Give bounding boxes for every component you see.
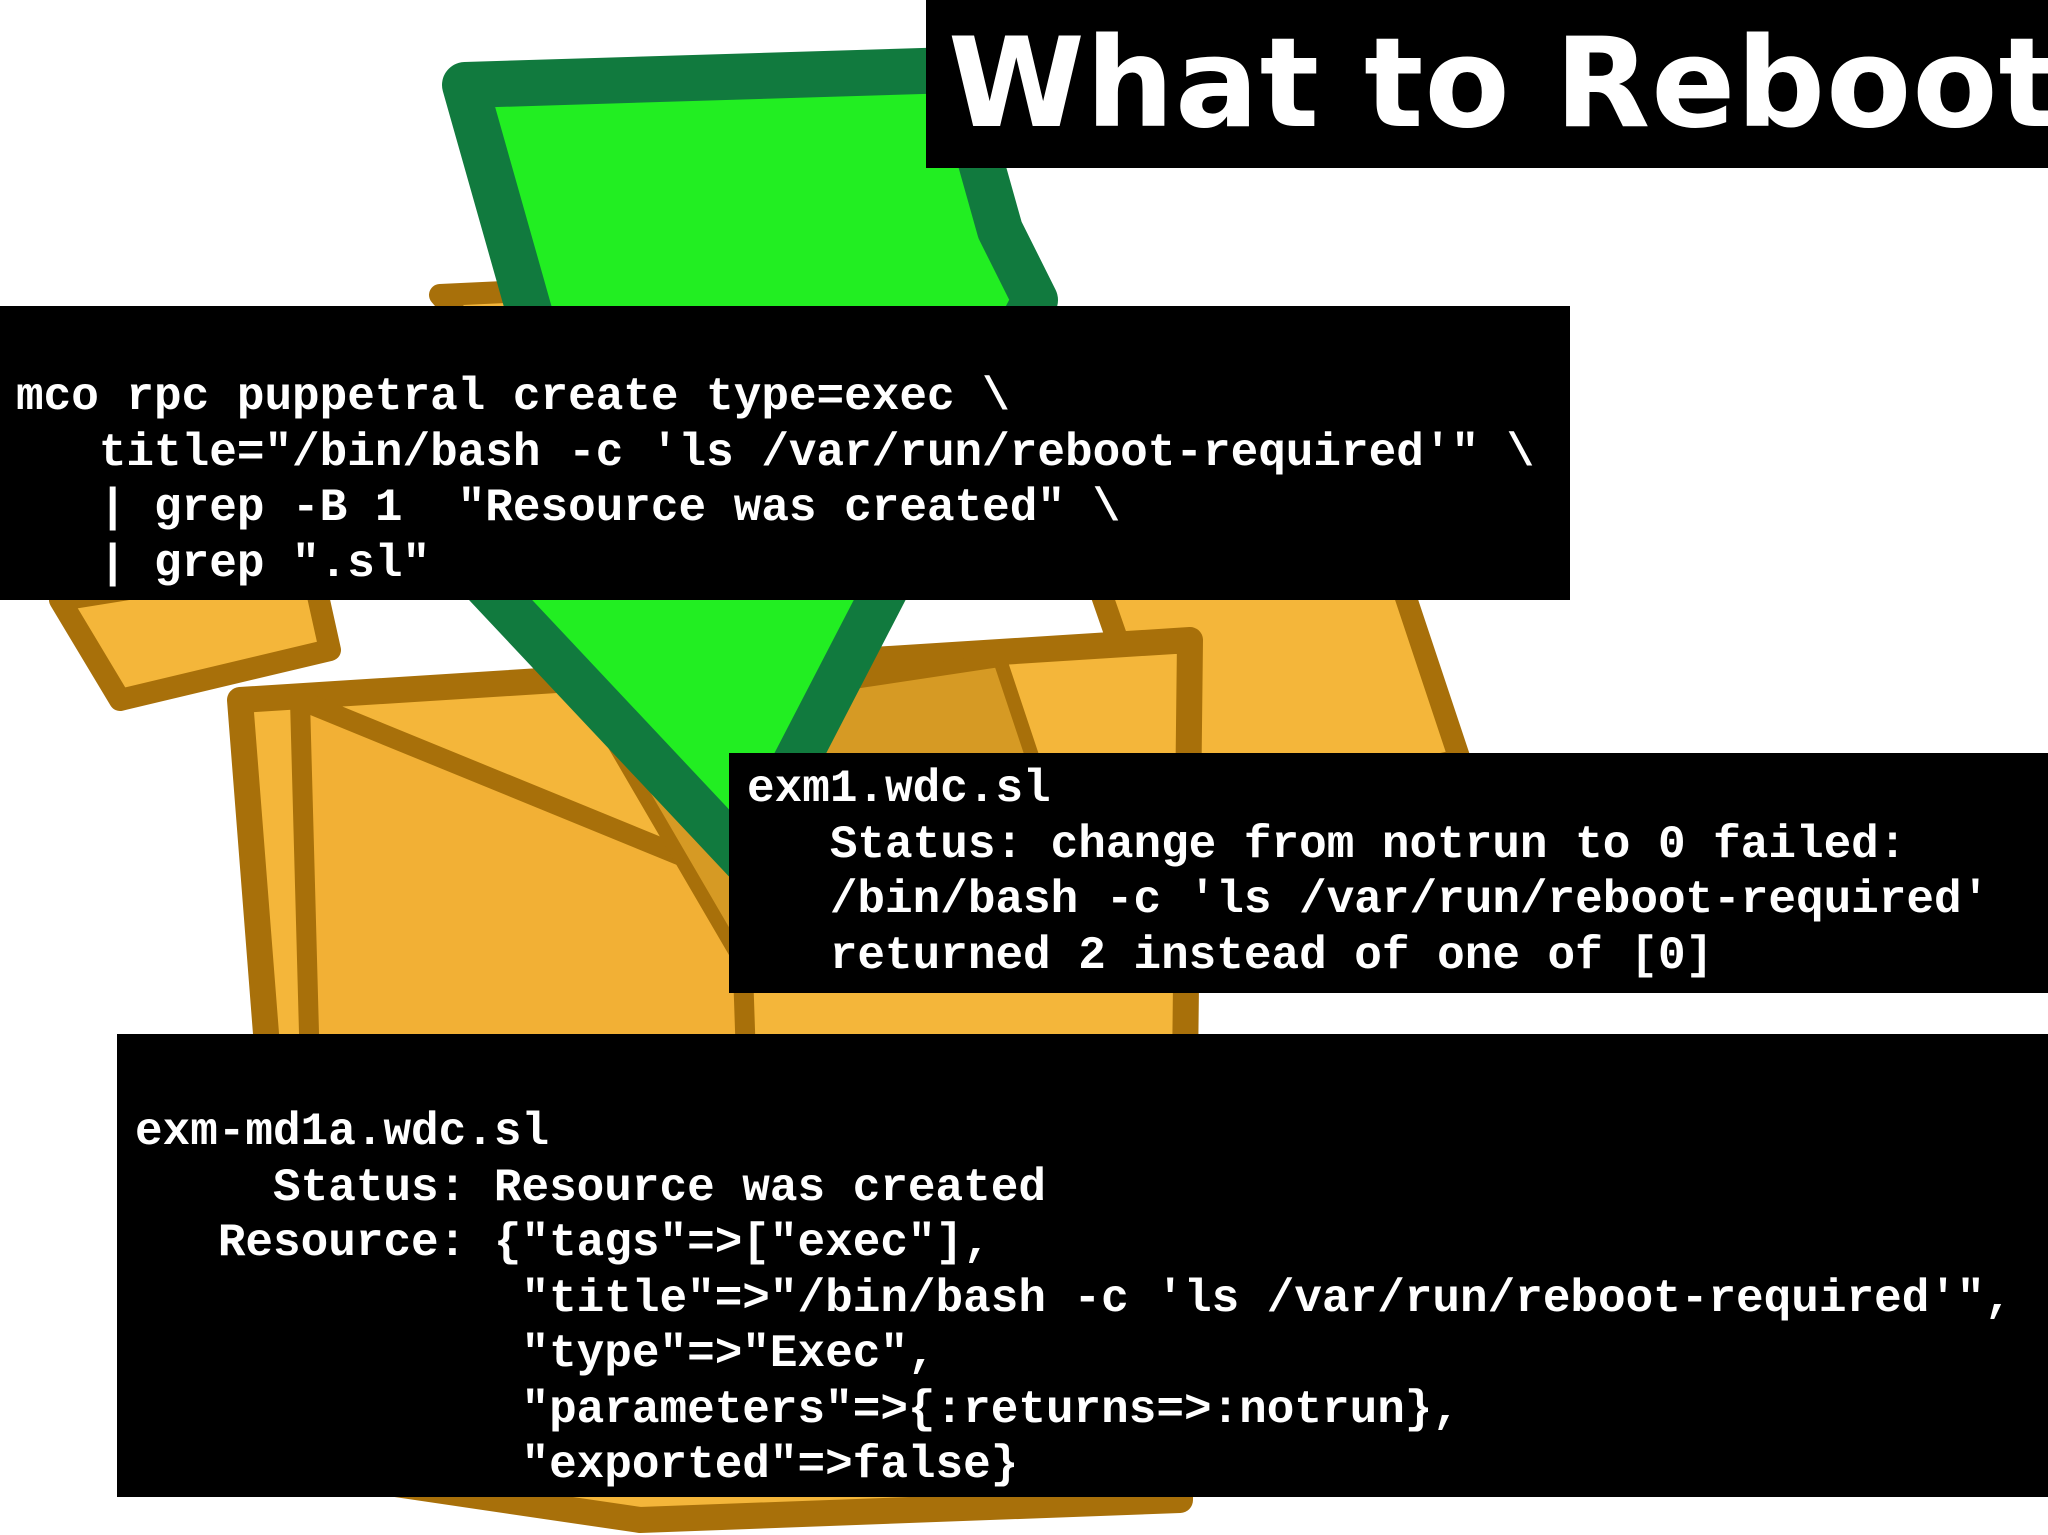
title-box: What to Reboot bbox=[926, 0, 2048, 168]
code-line: exm-md1a.wdc.sl bbox=[135, 1106, 550, 1158]
code-line: Status: change from notrun to 0 failed: bbox=[747, 818, 1907, 871]
code-line: | grep ".sl" bbox=[16, 537, 431, 590]
failed-output-code: exm1.wdc.sl Status: change from notrun t… bbox=[747, 762, 2048, 984]
command-code: mco rpc puppetral create type=exec \ tit… bbox=[16, 370, 1570, 592]
created-output-block: exm-md1a.wdc.sl Status: Resource was cre… bbox=[117, 1034, 2048, 1497]
code-line: | grep -B 1 "Resource was created" \ bbox=[16, 482, 1121, 534]
created-output-code: exm-md1a.wdc.sl Status: Resource was cre… bbox=[135, 1105, 2048, 1494]
code-line: returned 2 instead of one of [0] bbox=[747, 929, 1714, 982]
code-line: "exported"=>false} bbox=[135, 1439, 1019, 1491]
code-line: Resource: {"tags"=>["exec"], bbox=[135, 1217, 991, 1269]
failed-output-block: exm1.wdc.sl Status: change from notrun t… bbox=[729, 753, 2048, 993]
page-title: What to Reboot bbox=[948, 12, 2048, 156]
code-line: mco rpc puppetral create type=exec \ bbox=[16, 371, 1010, 423]
code-line: "title"=>"/bin/bash -c 'ls /var/run/rebo… bbox=[135, 1272, 2013, 1325]
code-line: /bin/bash -c 'ls /var/run/reboot-require… bbox=[747, 874, 1990, 926]
code-line: Status: Resource was created bbox=[135, 1161, 1046, 1214]
code-line: "type"=>"Exec", bbox=[135, 1328, 936, 1380]
code-line: exm1.wdc.sl bbox=[747, 763, 1051, 815]
code-line: title="/bin/bash -c 'ls /var/run/reboot-… bbox=[16, 426, 1535, 479]
command-code-block: mco rpc puppetral create type=exec \ tit… bbox=[0, 306, 1570, 600]
code-line: "parameters"=>{:returns=>:notrun}, bbox=[135, 1383, 1461, 1436]
